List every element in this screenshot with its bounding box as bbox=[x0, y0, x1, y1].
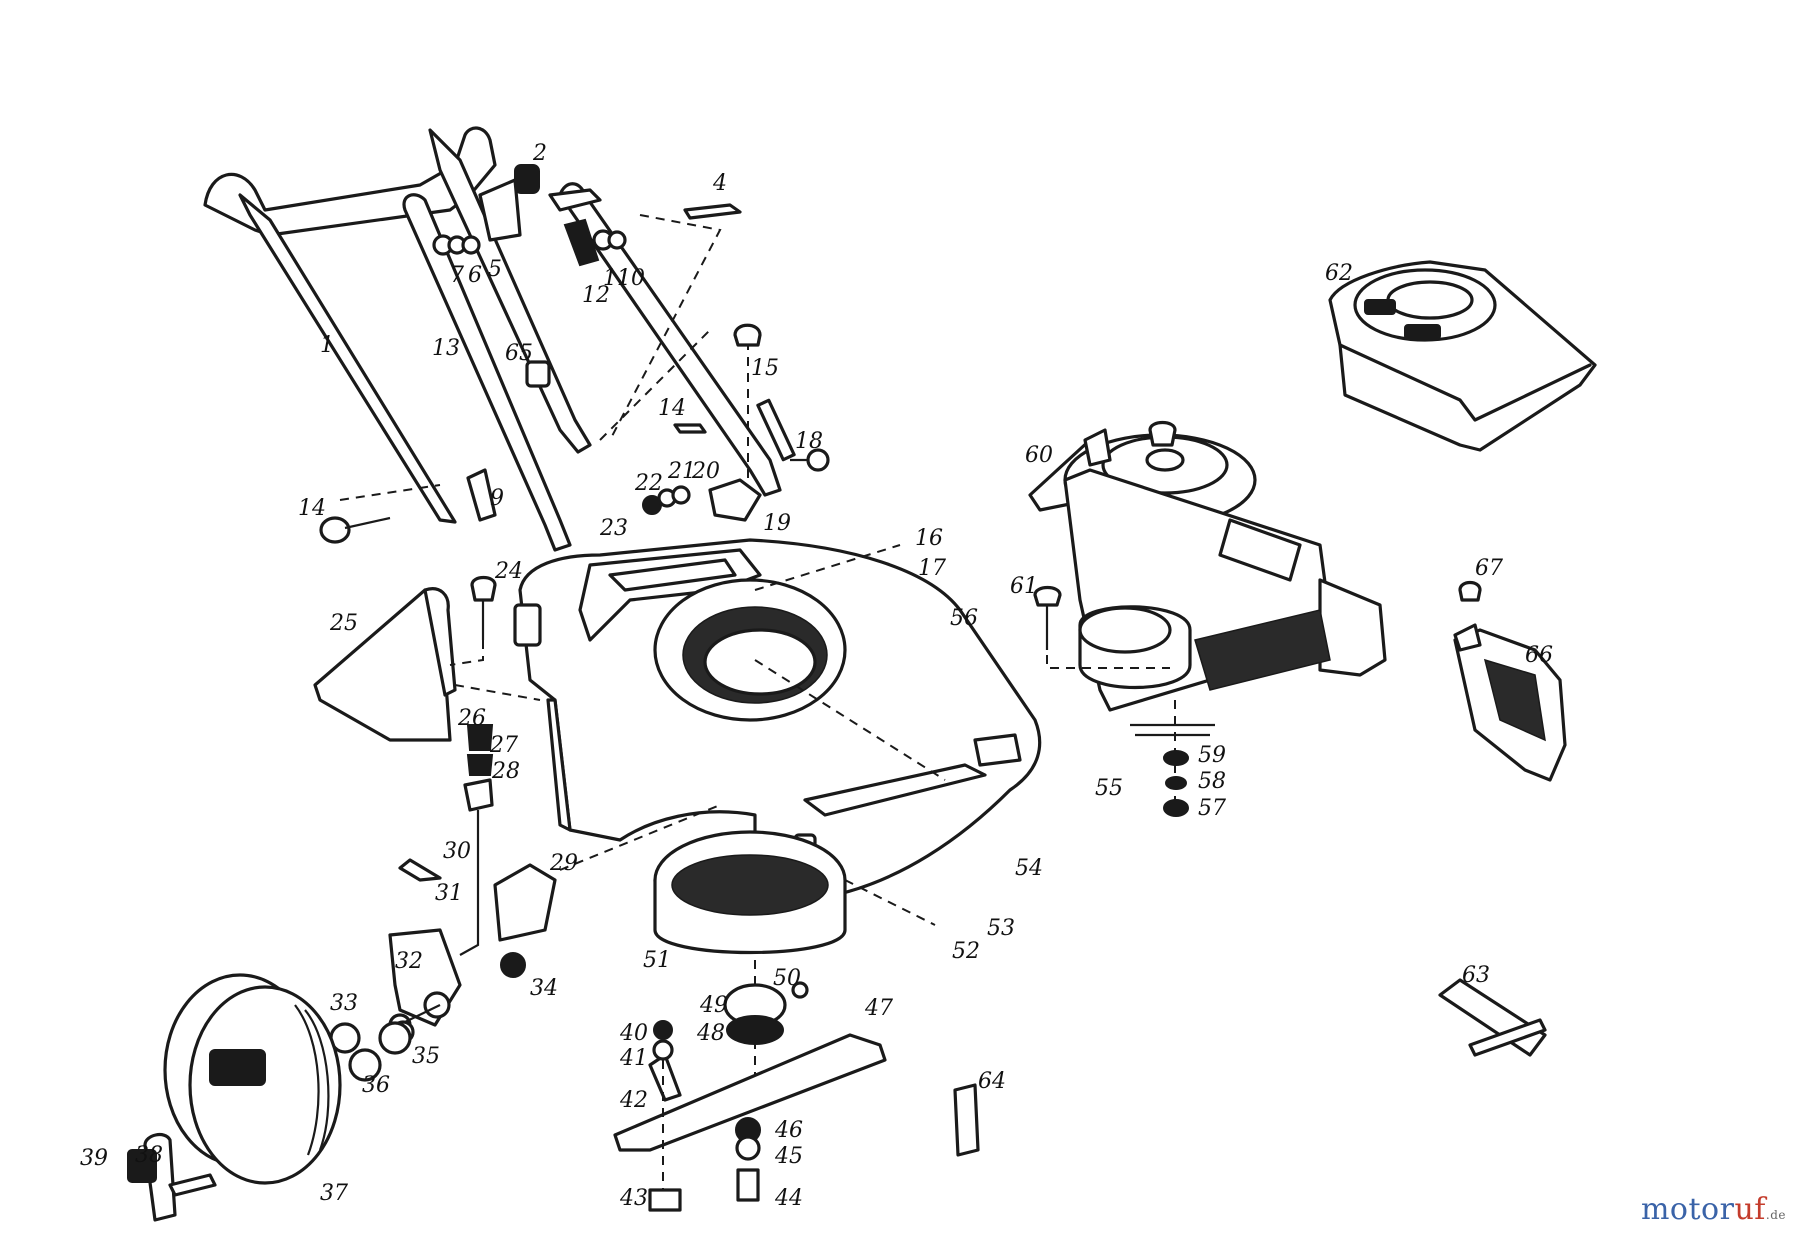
deflector-bolt bbox=[449, 575, 497, 666]
part-label: 26 bbox=[457, 706, 486, 731]
engine-bolt-61 bbox=[1033, 585, 1170, 669]
engine bbox=[1028, 420, 1387, 712]
lower-handle-bar bbox=[402, 182, 782, 552]
part-label: 48 bbox=[696, 1021, 725, 1046]
height-adjuster bbox=[329, 724, 557, 1054]
part-label: 16 bbox=[915, 526, 943, 551]
part-label: 15 bbox=[751, 356, 779, 381]
part-label: 32 bbox=[395, 949, 423, 974]
part-label: 66 bbox=[1525, 643, 1553, 668]
part-label: 65 bbox=[505, 341, 533, 366]
part-label: 45 bbox=[774, 1144, 803, 1169]
handle-dashed-guides bbox=[339, 214, 749, 501]
part-label: 61 bbox=[1010, 574, 1038, 599]
part-label: 54 bbox=[1015, 856, 1043, 881]
part-label: 33 bbox=[330, 991, 358, 1016]
part-label: 50 bbox=[773, 966, 801, 991]
part-label: 21 bbox=[667, 459, 696, 484]
part-label: 57 bbox=[1198, 796, 1226, 821]
part-label: 1 bbox=[320, 333, 334, 358]
part-label: 46 bbox=[774, 1118, 803, 1143]
part-label: 34 bbox=[530, 976, 558, 1001]
part-label: 47 bbox=[864, 996, 893, 1021]
part-label: 56 bbox=[950, 606, 978, 631]
part-label: 58 bbox=[1198, 769, 1226, 794]
part-label: 60 bbox=[1025, 443, 1053, 468]
part-label: 64 bbox=[978, 1069, 1006, 1094]
engine-shroud bbox=[1328, 260, 1597, 452]
grass-deflector bbox=[313, 587, 457, 742]
part-label: 41 bbox=[619, 1046, 648, 1071]
part-label: 36 bbox=[362, 1073, 390, 1098]
part-label: 59 bbox=[1198, 743, 1226, 768]
part-label: 23 bbox=[599, 516, 628, 541]
part-label: 63 bbox=[1462, 963, 1490, 988]
part-label: 43 bbox=[619, 1186, 648, 1211]
part-label: 17 bbox=[918, 556, 946, 581]
part-label: 40 bbox=[619, 1021, 648, 1046]
wheel bbox=[163, 973, 342, 1185]
part-label: 30 bbox=[443, 839, 471, 864]
part-label: 12 bbox=[582, 283, 610, 308]
part-label: 13 bbox=[432, 336, 460, 361]
part-label: 25 bbox=[329, 611, 358, 636]
part-label: 11 bbox=[603, 266, 631, 291]
part-label: 14 bbox=[298, 496, 326, 521]
part-label: 19 bbox=[763, 511, 791, 536]
blade-housing-ring bbox=[653, 830, 847, 955]
part-label: 7 bbox=[450, 263, 464, 288]
part-label: 4 bbox=[712, 171, 727, 196]
part-label: 42 bbox=[619, 1088, 648, 1113]
blade-fasteners bbox=[648, 1020, 761, 1212]
part-label: 9 bbox=[490, 486, 504, 511]
part-label: 31 bbox=[435, 881, 463, 906]
part-label: 10 bbox=[617, 266, 645, 291]
part-label: 22 bbox=[634, 471, 663, 496]
part-label: 37 bbox=[320, 1181, 348, 1206]
part-label: 28 bbox=[491, 759, 520, 784]
part-label: 39 bbox=[80, 1146, 108, 1171]
mower-deck bbox=[513, 538, 1042, 907]
part-label: 24 bbox=[494, 559, 523, 584]
part-label: 53 bbox=[987, 916, 1015, 941]
part-label: 55 bbox=[1095, 776, 1123, 801]
blade-cover-part-64 bbox=[953, 1083, 980, 1157]
wheel-axle-parts bbox=[127, 1021, 412, 1222]
part-label: 20 bbox=[691, 459, 720, 484]
part-label: 35 bbox=[412, 1044, 440, 1069]
part-label: 6 bbox=[468, 263, 482, 288]
part-labels: 1 2 4 5 6 7 9 10 11 12 13 14 14 15 16 17… bbox=[80, 141, 1553, 1211]
spark-plug-wrench bbox=[1438, 978, 1547, 1057]
small-handle-parts bbox=[319, 164, 830, 544]
part-label: 44 bbox=[774, 1186, 803, 1211]
part-label: 2 bbox=[532, 141, 547, 166]
part-label: 52 bbox=[952, 939, 980, 964]
part-label: 49 bbox=[699, 993, 728, 1018]
blade-hub bbox=[723, 981, 809, 1045]
part-label: 38 bbox=[135, 1143, 163, 1168]
rear-guard bbox=[1453, 580, 1567, 782]
part-label: 29 bbox=[549, 851, 578, 876]
part-label: 5 bbox=[488, 257, 502, 282]
part-label: 51 bbox=[643, 948, 671, 973]
part-label: 27 bbox=[489, 733, 518, 758]
part-label: 67 bbox=[1475, 556, 1503, 581]
engine-washers bbox=[1130, 700, 1215, 817]
motoruf-logo: motoruf.de bbox=[1640, 1192, 1786, 1227]
part-label: 14 bbox=[658, 396, 686, 421]
part-label: 62 bbox=[1325, 261, 1353, 286]
part-label: 18 bbox=[795, 429, 823, 454]
